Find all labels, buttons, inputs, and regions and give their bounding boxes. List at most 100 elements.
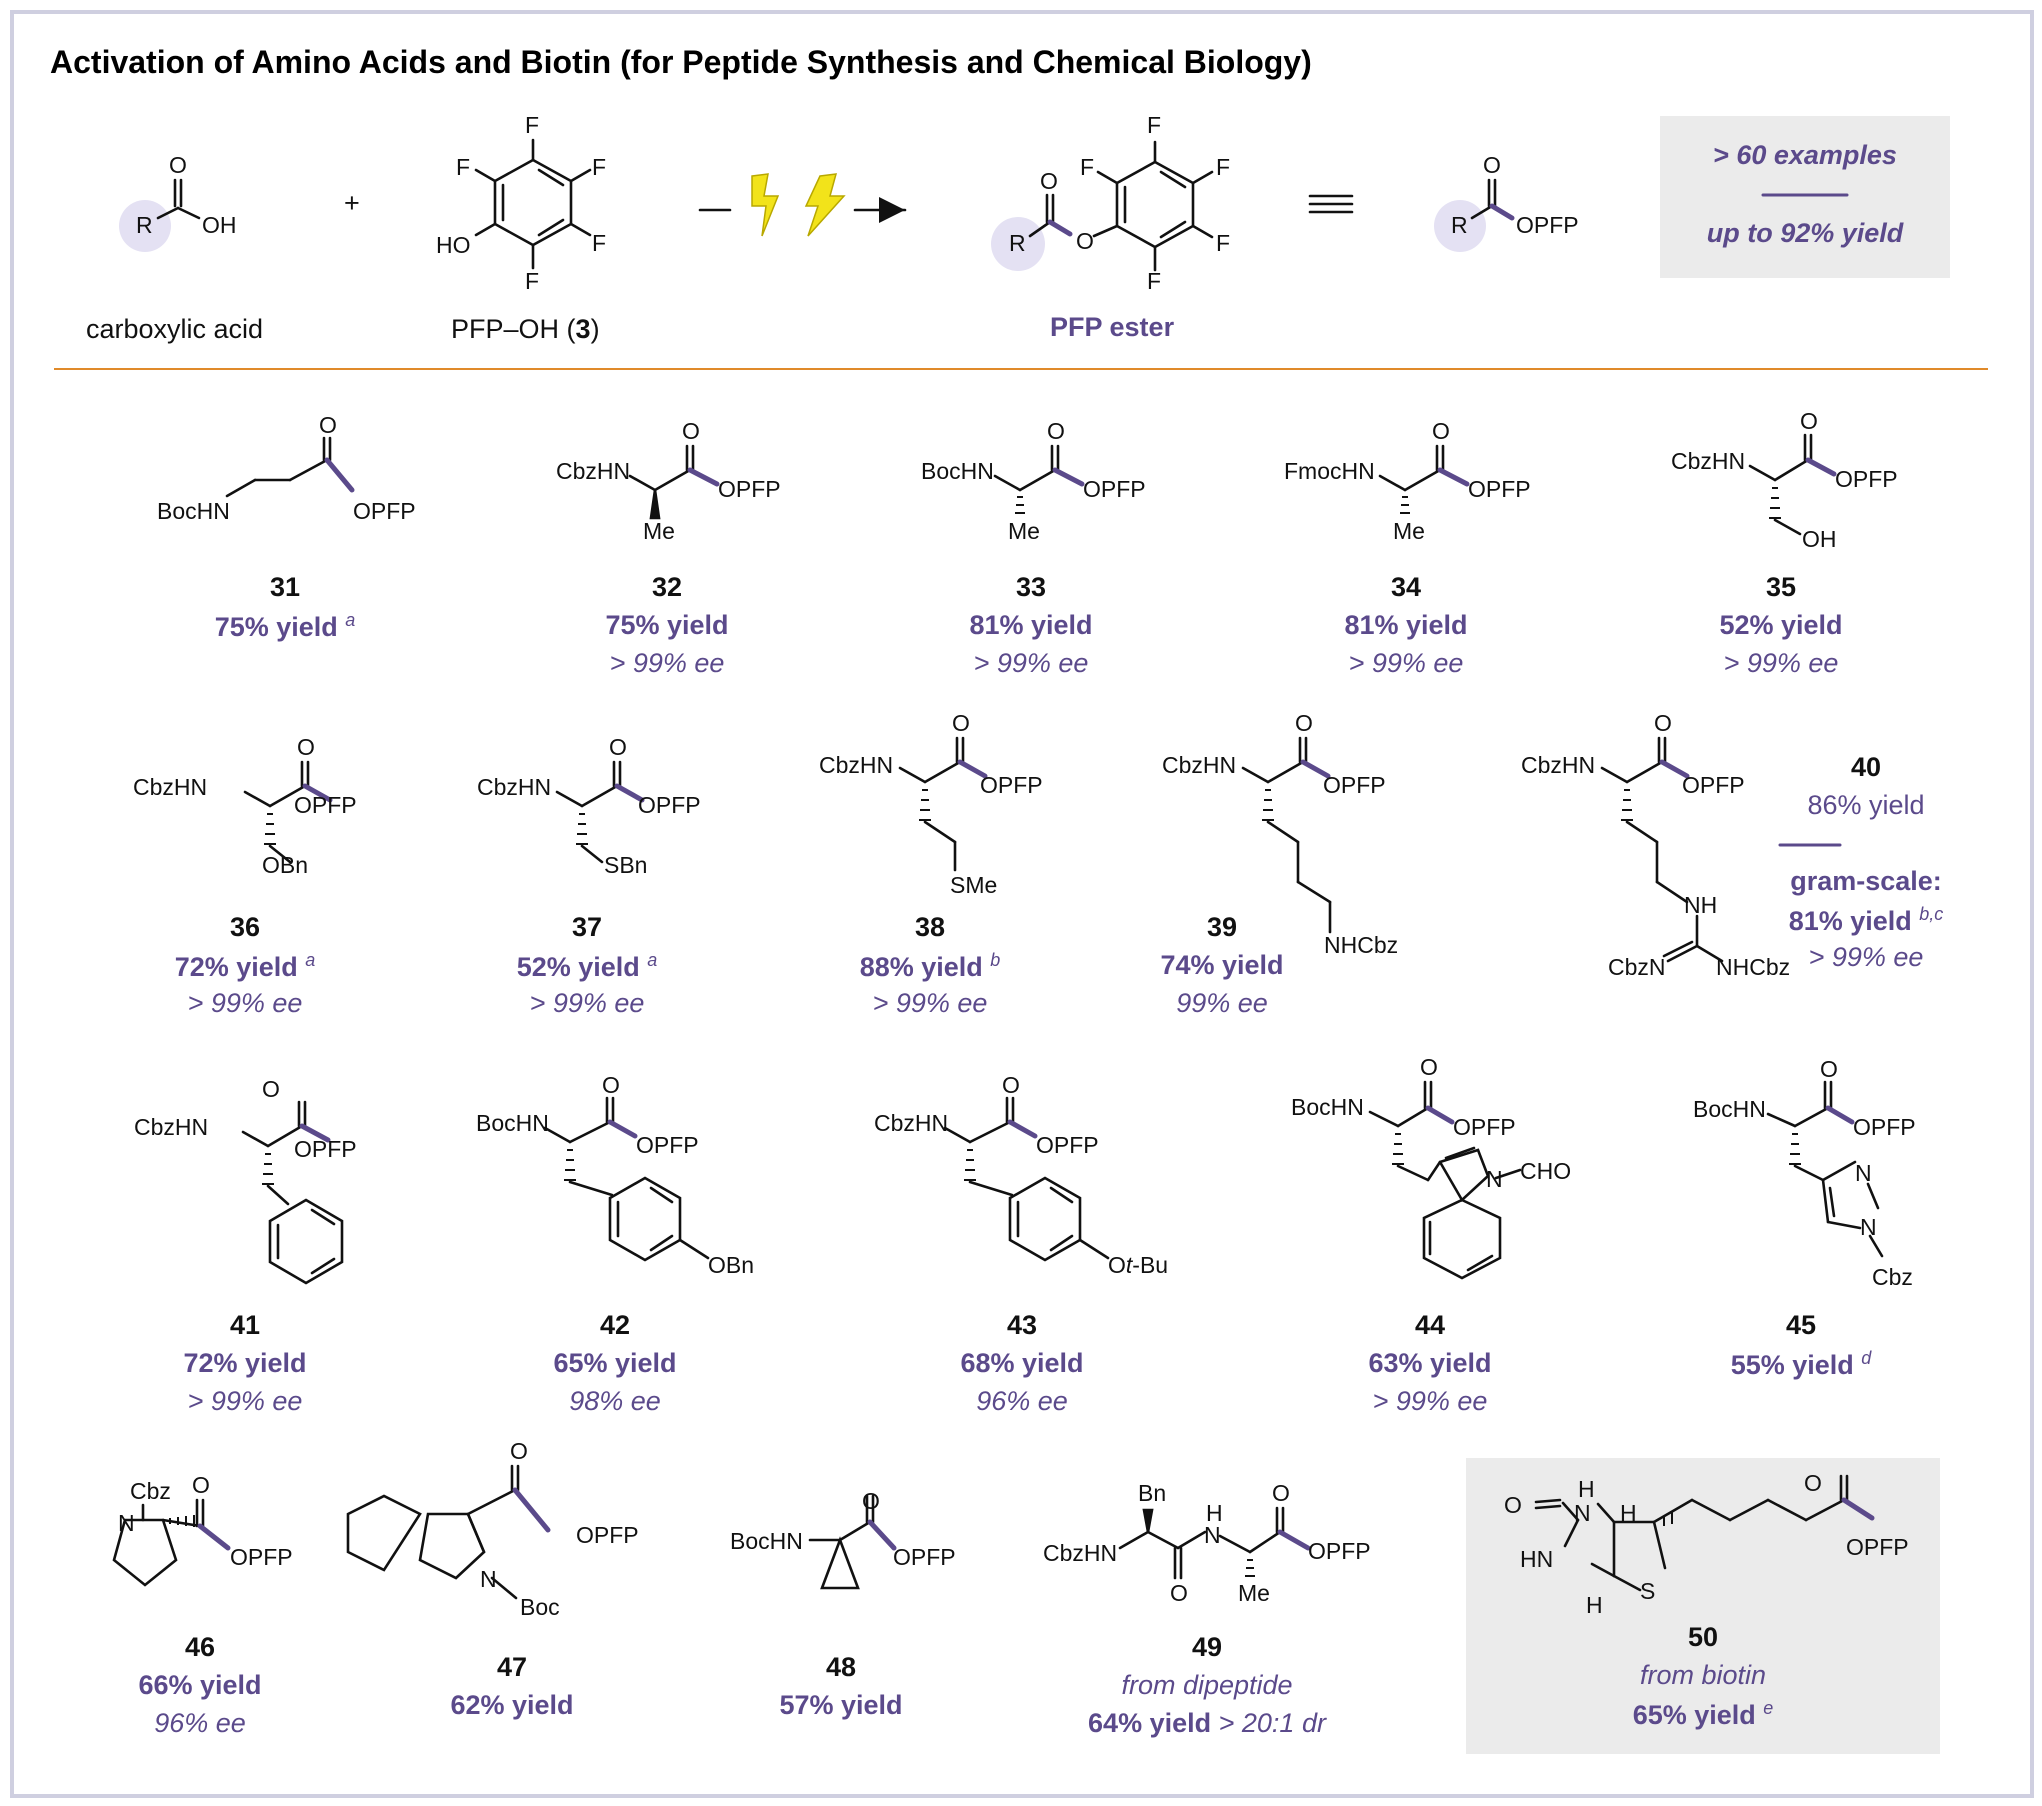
atom-label: OBn [708,1252,755,1278]
ee-text: > 99% ee [529,988,645,1018]
atom-label: OPFP [1853,1114,1916,1140]
compound-number: 37 [571,912,603,942]
yield-text: 55% yield d [1730,1348,1872,1380]
atom-label: CHO [1520,1158,1572,1184]
atom-label: Me [643,518,675,544]
atom-label: SBn [604,852,648,878]
compound-number: 41 [229,1310,261,1340]
atom-label: O [1295,710,1313,736]
yield-text: 66% yield [138,1670,262,1700]
yield-text: 86% yield [1807,790,1925,820]
atom-label: O [1800,408,1818,434]
atom-label: O [682,418,700,444]
compound-number: 49 [1191,1632,1223,1662]
source-text: from dipeptide [1121,1670,1293,1700]
plus-sign: + [344,188,360,218]
atom-label: O [1432,418,1450,444]
atom-label: OPFP [1036,1132,1099,1158]
atom-label: Boc [520,1594,560,1620]
atom-label: BocHN [1291,1094,1364,1120]
atom-label: BocHN [1693,1096,1766,1122]
atom-label: F [456,154,471,180]
atom-label: BocHN [476,1110,549,1136]
atom-label: NHCbz [1716,954,1791,980]
atom-label: O [1420,1054,1438,1080]
atom-label: O [1272,1480,1290,1506]
yield-text: 68% yield [960,1348,1084,1378]
source-text: from biotin [1639,1660,1767,1690]
compound-number: 45 [1785,1310,1817,1340]
atom-label: O [1820,1056,1838,1082]
atom-label: O [192,1472,210,1498]
atom-label: CbzHN [1521,752,1596,778]
atom-label: OPFP [1846,1534,1909,1560]
yield-text: 57% yield [779,1690,903,1720]
ee-text: > 99% ee [872,988,988,1018]
atom-label: OPFP [230,1544,293,1570]
atom-label: Bn [1138,1480,1167,1506]
carboxylic-acid-label: carboxylic acid [86,314,264,344]
atom-label: HN [1520,1546,1554,1572]
atom-label: CbzHN [134,1114,209,1140]
atom-label: SMe [950,872,998,898]
examples-summary-box [1660,116,1950,278]
atom-label: CbzHN [1671,448,1746,474]
compound-number: 31 [269,572,301,602]
atom-label: O [609,734,627,760]
compound-number: 33 [1015,572,1047,602]
compound-number: 50 [1687,1622,1719,1652]
examples-count: > 60 examples [1713,140,1897,170]
yield-text: 81% yield b,c [1788,904,1944,936]
atom-label: OPFP [294,1136,357,1162]
ee-text: > 99% ee [1723,648,1839,678]
atom-label: OPFP [1468,476,1531,502]
atom-label: OPFP [1682,772,1745,798]
atom-label: NH [1684,892,1718,918]
atom-label: O [1076,228,1094,254]
figure-frame [10,10,2034,1798]
pfp-oh-label: PFP–OH (3) [451,314,600,344]
compound-number: 48 [825,1652,857,1682]
atom-label: HO [436,232,471,258]
atom-label: CbzHN [1162,752,1237,778]
yield-text: 52% yield [1719,610,1843,640]
atom-label: R [1009,230,1026,256]
atom-label: H [1620,1500,1637,1526]
ee-text: > 99% ee [1808,942,1924,972]
compound-number: 34 [1390,572,1422,602]
atom-label: N [1204,1522,1221,1548]
atom-label: CbzHN [874,1110,949,1136]
atom-label: H [1206,1500,1223,1526]
ee-text: 96% ee [976,1386,1068,1416]
yield-text: 52% yield a [516,950,658,982]
atom-label: N [1486,1166,1503,1192]
max-yield: up to 92% yield [1706,218,1904,248]
atom-label: O [1483,152,1501,178]
atom-label: OPFP [1083,476,1146,502]
atom-label: N [1855,1160,1872,1186]
yield-text: 75% yield [605,610,729,640]
atom-label: O [297,734,315,760]
lightning-bolt-icons [751,173,846,237]
atom-label: OH [1802,526,1837,552]
atom-label: F [525,112,540,138]
yield-text: 81% yield [1344,610,1468,640]
yield-text: 62% yield [450,1690,574,1720]
atom-label: OPFP [638,792,701,818]
atom-label: N [1860,1214,1877,1240]
atom-label: O [1047,418,1065,444]
atom-label: O [510,1438,528,1464]
compound-number: 44 [1414,1310,1446,1340]
atom-label: N [480,1566,497,1592]
atom-label: R [1451,212,1468,238]
atom-label: O [319,412,337,438]
atom-label: CbzHN [477,774,552,800]
compound-number: 35 [1765,572,1797,602]
yield-text: 81% yield [969,610,1093,640]
atom-label: Me [1393,518,1425,544]
atom-label: O [1170,1580,1188,1606]
atom-label: OPFP [980,772,1043,798]
atom-label: BocHN [157,498,230,524]
atom-label: BocHN [921,458,994,484]
